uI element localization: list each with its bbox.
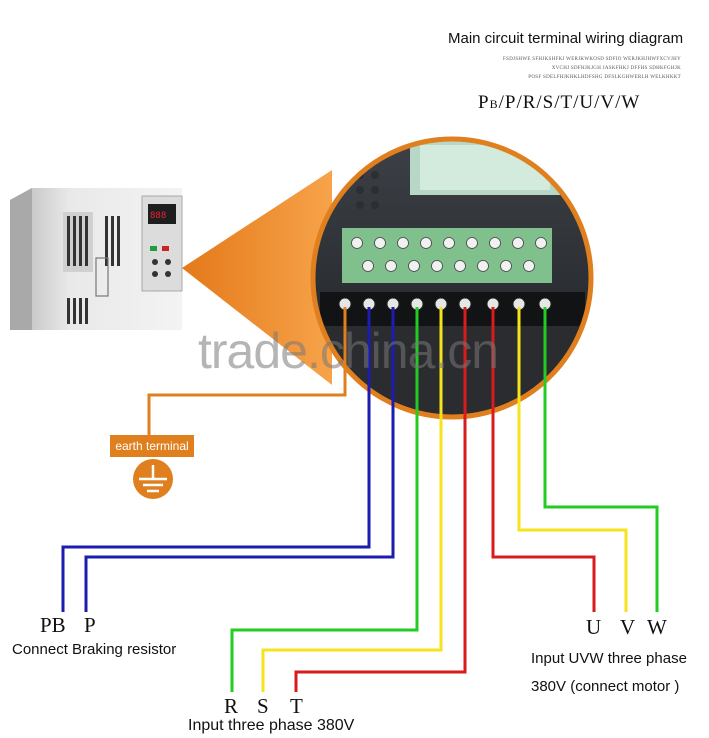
diagram-title: Main circuit terminal wiring diagram bbox=[448, 30, 684, 47]
watermark-text: trade.china.cn bbox=[198, 323, 499, 379]
terminal-list-rest: /P/R/S/T/U/V/W bbox=[498, 92, 641, 113]
label-v: V bbox=[620, 615, 636, 639]
svg-text:888: 888 bbox=[150, 211, 166, 221]
earth-terminal-label: earth terminal bbox=[110, 435, 194, 457]
callout-wedge bbox=[182, 170, 332, 385]
terminal-list-title: PB/P/R/S/T/U/V/W bbox=[478, 92, 640, 114]
fine-print-line-3: POSF SDELFHJKHKLHDFSHG DFSLKGHWERLH WELK… bbox=[528, 75, 681, 80]
terminal-list-b: B bbox=[489, 97, 499, 111]
label-t: T bbox=[290, 694, 303, 718]
wires bbox=[61, 307, 659, 692]
label-pb: PB bbox=[40, 613, 66, 637]
terminal-list-p: P bbox=[478, 92, 490, 113]
caption-uvw-line-2: 380V (connect motor ) bbox=[531, 678, 680, 695]
label-p: P bbox=[84, 613, 96, 637]
fine-print-line-1: FSDJSHWE SFHJKSHFKJ WERJKWKOSD SDFIO WER… bbox=[503, 57, 681, 62]
label-u: U bbox=[586, 615, 602, 639]
zoom-ring bbox=[310, 136, 594, 420]
caption-input-three-phase: Input three phase 380V bbox=[188, 717, 355, 734]
caption-uvw-line-1: Input UVW three phase bbox=[531, 650, 687, 667]
ground-symbol-icon bbox=[133, 459, 173, 499]
vfd-device-image: 888 bbox=[10, 188, 183, 330]
fine-print-line-2: XVCHJ SDFHJKJGH JASKFHKJ DFFHS SDHKFGHJK bbox=[551, 66, 681, 71]
terminal-zoom-image bbox=[313, 139, 591, 417]
label-s: S bbox=[257, 694, 269, 718]
caption-braking-resistor: Connect Braking resistor bbox=[12, 641, 177, 658]
label-w: W bbox=[647, 615, 667, 639]
label-r: R bbox=[224, 694, 239, 718]
